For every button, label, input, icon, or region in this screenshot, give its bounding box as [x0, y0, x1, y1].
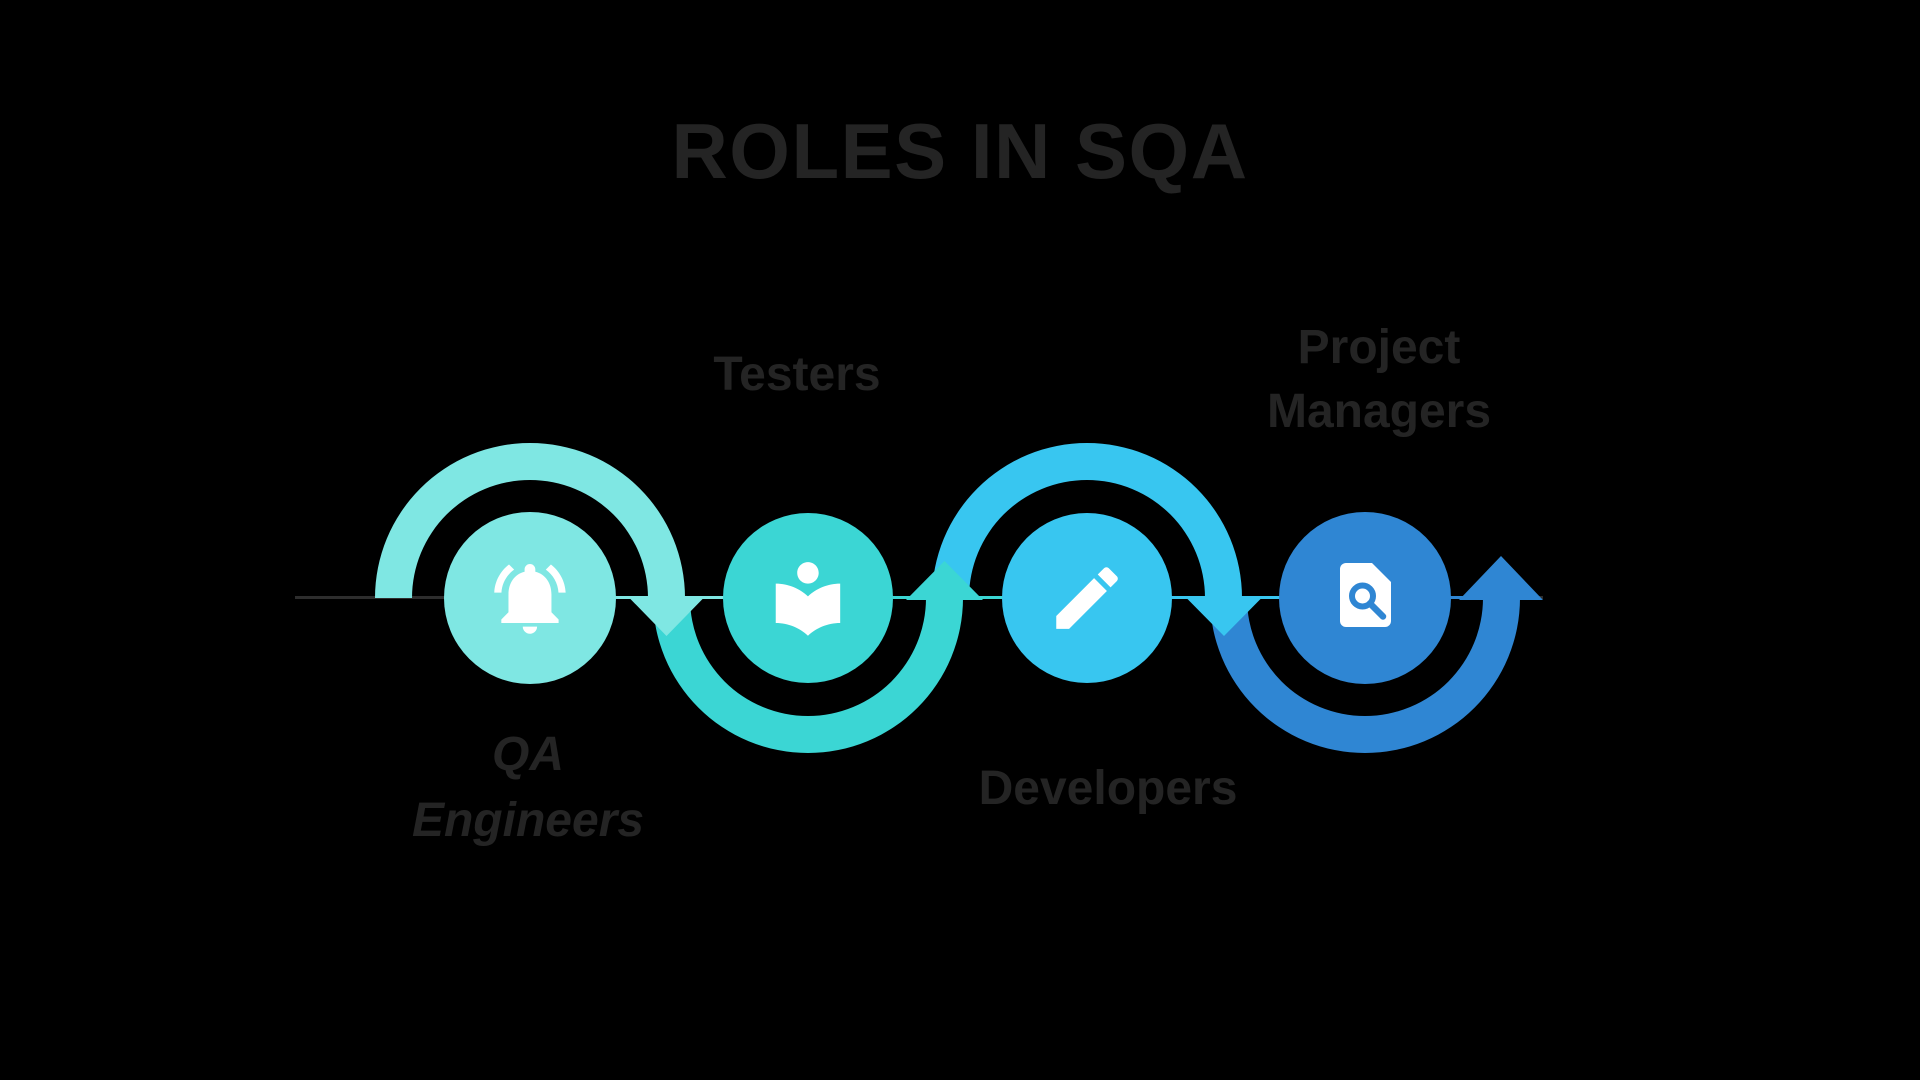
arrowhead-up-2	[906, 561, 983, 600]
flow-arc-over-1	[375, 443, 685, 598]
label-testers: Testers	[713, 343, 880, 407]
pencil-icon	[1056, 567, 1118, 629]
label-project-managers: Project Managers	[1267, 316, 1491, 444]
magnifier-handle	[1366, 600, 1387, 620]
label-qa-engineers: QA Engineers	[412, 722, 644, 854]
label-line: Engineers	[411, 794, 645, 847]
page-title: ROLES IN SQA	[671, 107, 1249, 195]
document-search-icon	[1340, 563, 1391, 627]
flow-arc-under-2	[653, 598, 963, 753]
label-line: Developers	[978, 762, 1238, 815]
arrowhead-down-1	[628, 597, 705, 636]
label-line: Project	[1297, 321, 1461, 374]
arrowhead-down-3	[1185, 597, 1263, 636]
open-book-reader-icon	[775, 562, 841, 636]
bell-icon	[494, 563, 566, 634]
magnifier-glass	[1349, 582, 1376, 610]
label-developers: Developers	[979, 757, 1238, 821]
label-line: Managers	[1266, 385, 1492, 438]
flow-arc-over-3	[932, 443, 1242, 598]
flow-arc-under-4	[1210, 598, 1520, 753]
label-line: Testers	[713, 348, 881, 401]
label-line: QA	[491, 728, 564, 781]
arrowhead-up-4	[1459, 556, 1543, 600]
